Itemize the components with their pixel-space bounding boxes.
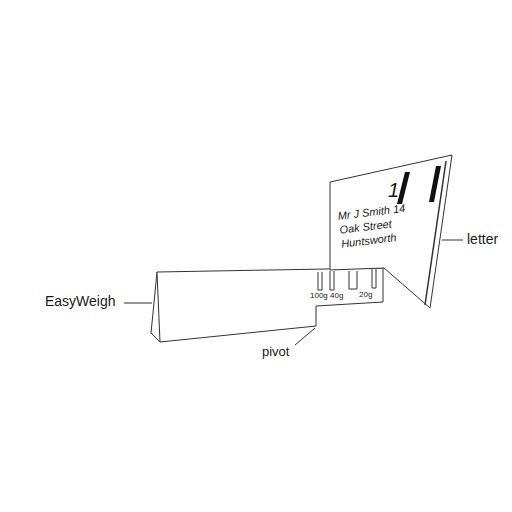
part-label: letter [467,232,498,247]
weight-mark: 20g [359,291,372,300]
postmark-bar [429,166,441,202]
part-label: pivot [262,345,289,359]
postmark-number: 1 [388,178,399,203]
weight-mark: 40g [330,292,343,301]
letter-thickness [425,161,446,305]
card-face [157,268,383,342]
leader-line [295,328,315,345]
weight-slots [318,269,376,290]
leader-line [442,240,463,241]
letter-sheet [330,155,452,308]
leader-line [124,303,152,304]
weight-mark: 100g [310,292,328,301]
part-label: EasyWeigh [45,294,116,309]
letter-shape: 1Mr J Smith 14 Oak Street Huntsworth [325,150,460,312]
